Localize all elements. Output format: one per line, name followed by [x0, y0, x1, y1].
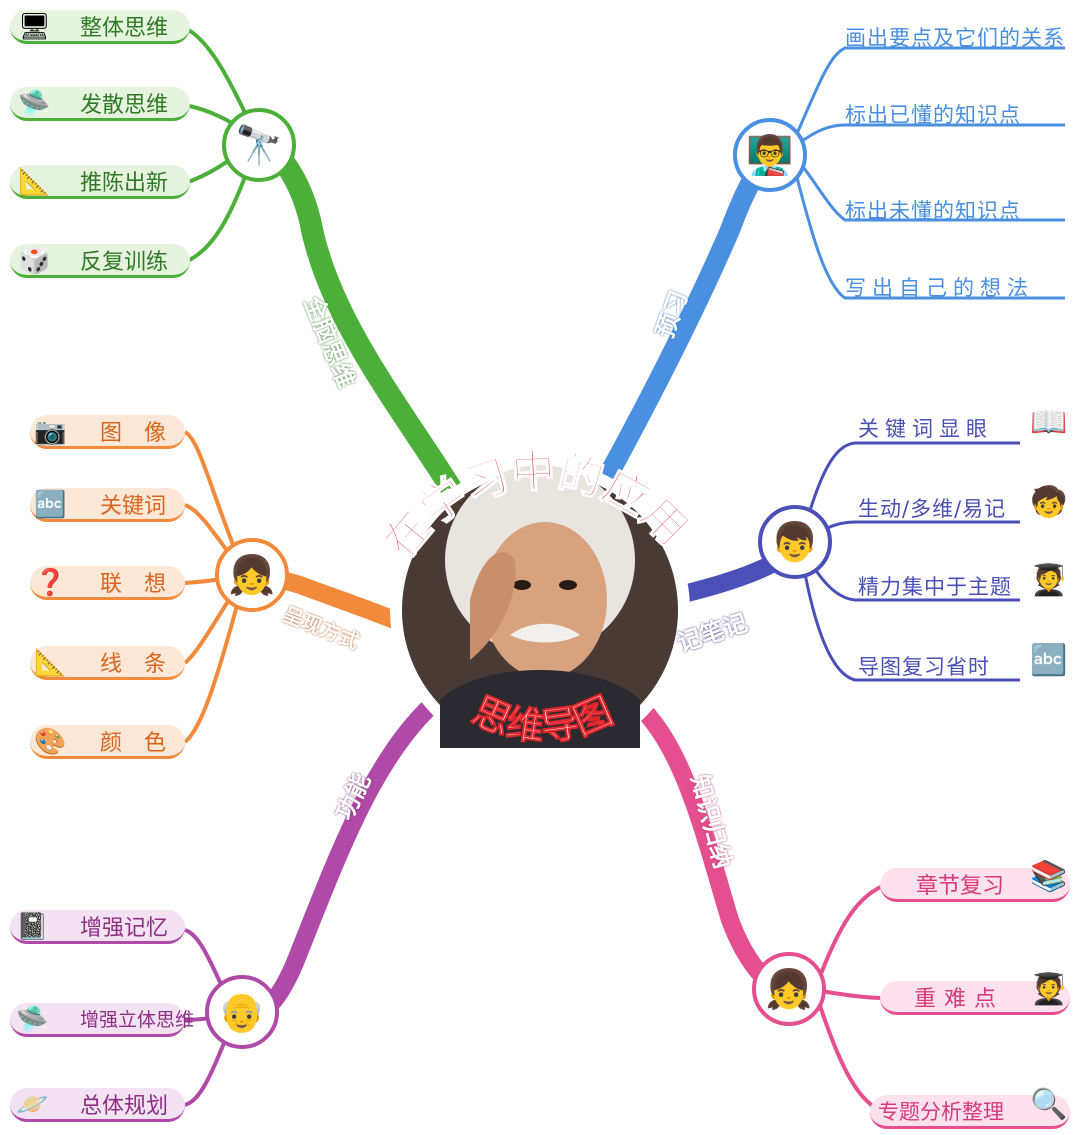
ufo-icon: 🛸: [18, 89, 51, 119]
function-item-1: 增强记忆: [10, 910, 185, 944]
portrait-eye-right: [559, 580, 577, 590]
hub-function-professor: 👴: [205, 975, 279, 1049]
hub-notes-boy: 👦: [758, 505, 832, 579]
presentation-item-5: 颜 色: [30, 725, 185, 759]
boy-icon: 👦: [771, 519, 819, 564]
presentation-item-2: 关键词: [30, 488, 185, 522]
desk-icon: 🧑‍🎓: [1030, 563, 1068, 598]
knowledge-item-label: 章节复习: [915, 873, 1004, 899]
student-icon: 🧑‍🎓: [1030, 972, 1068, 1007]
whole-brain-item-label: 推陈出新: [80, 170, 169, 196]
presentation-item-label: 联 想: [100, 571, 167, 597]
planet-icon: 🪐: [16, 1090, 49, 1120]
portrait-eye-left: [513, 580, 531, 590]
whole-brain-item-1: 整体思维: [10, 10, 190, 44]
preview-item-4: 写出自己的想法: [845, 276, 1034, 300]
smiling-girl-icon: 👧: [765, 966, 813, 1011]
hub-preview-teacher: 👨‍🏫: [733, 118, 807, 192]
function-item-label: 总体规划: [80, 1093, 169, 1119]
branch-connector-whole-brain: [247, 129, 481, 531]
knowledge-item-1: 章节复习: [880, 868, 1070, 902]
branch-connector-function: [246, 681, 459, 1024]
reading-girl-icon: 📚: [1030, 859, 1068, 894]
telescope-icon: 🔭: [235, 122, 283, 167]
whole-brain-item-label: 整体思维: [80, 15, 169, 41]
notes-item-4: 导图复习省时: [858, 655, 990, 679]
portrait-jacket: [440, 670, 640, 748]
abc-blocks-icon: 🔤: [34, 490, 67, 520]
portrait-mustache: [510, 623, 580, 643]
magnifier-icon: 🔍: [1030, 1087, 1068, 1122]
notes-item-3: 精力集中于主题: [858, 575, 1012, 599]
presentation-item-4: 线 条: [30, 646, 185, 680]
whole-brain-item-2: 发散思维: [10, 87, 190, 121]
presentation-item-3: 联 想: [30, 566, 185, 600]
presentation-item-label: 图 像: [100, 420, 167, 446]
presentation-item-1: 图 像: [30, 415, 185, 449]
function-item-3: 总体规划: [10, 1088, 185, 1122]
question-icon: ❓: [34, 568, 67, 598]
preview-item-2: 标出已懂的知识点: [845, 103, 1021, 127]
notes-item-2: 生动/多维/易记: [858, 497, 1007, 521]
knowledge-item-label: 专题分析整理: [878, 1099, 1004, 1124]
hub-whole-brain-telescope: 🔭: [222, 108, 296, 182]
notes-item-1: 关键词显眼: [858, 417, 993, 441]
hub-knowledge-girl: 👧: [752, 952, 826, 1026]
compass-icon: 📐: [34, 648, 67, 678]
compass-icon: 📐: [18, 167, 51, 197]
hub-presentation-girl: 👧: [215, 538, 289, 612]
function-item-label: 增强立体思维: [80, 1009, 195, 1031]
girl-icon: 👧: [228, 552, 276, 597]
teacher-icon: 👨‍🏫: [746, 132, 794, 177]
sub-connector-notes: [798, 441, 1020, 682]
sub-connector-preview: [788, 46, 1065, 300]
whole-brain-item-label: 发散思维: [80, 92, 169, 118]
preview-item-1: 画出要点及它们的关系: [845, 26, 1065, 50]
portrait-hand: [470, 552, 516, 660]
paint-icon: 🎨: [34, 727, 67, 757]
function-item-label: 增强记忆: [80, 915, 169, 941]
whole-brain-item-label: 反复训练: [80, 249, 169, 275]
sub-connector-knowledge: [813, 883, 886, 1114]
presentation-item-label: 颜 色: [100, 730, 167, 756]
reader-icon: 📖: [1030, 405, 1068, 440]
abc-blocks-icon: 🔤: [1030, 643, 1068, 678]
ufo-icon: 🛸: [16, 1005, 49, 1035]
knowledge-item-label: 重难点: [913, 986, 1004, 1012]
dice-icon: 🎲: [18, 246, 51, 276]
presentation-item-label: 线 条: [100, 651, 167, 677]
sub-connector-whole-brain: [184, 26, 260, 264]
knowledge-item-3: 专题分析整理: [870, 1095, 1070, 1129]
whole-brain-item-3: 推陈出新: [10, 165, 190, 199]
branch-connector-preview: [590, 145, 785, 500]
sub-connector-presentation: [183, 430, 247, 744]
kids-icon: 🧒: [1030, 485, 1068, 520]
presentation-item-label: 关键词: [100, 493, 167, 519]
monitor-icon: 🖥: [18, 12, 52, 42]
preview-item-3: 标出未懂的知识点: [845, 199, 1021, 223]
knowledge-item-2: 重难点: [880, 981, 1070, 1015]
whole-brain-item-4: 反复训练: [10, 244, 190, 278]
camera-icon: 📷: [34, 417, 67, 447]
professor-icon: 👴: [218, 989, 266, 1034]
function-item-2: 增强立体思维: [10, 1003, 194, 1037]
notebook-icon: 📓: [16, 912, 49, 942]
